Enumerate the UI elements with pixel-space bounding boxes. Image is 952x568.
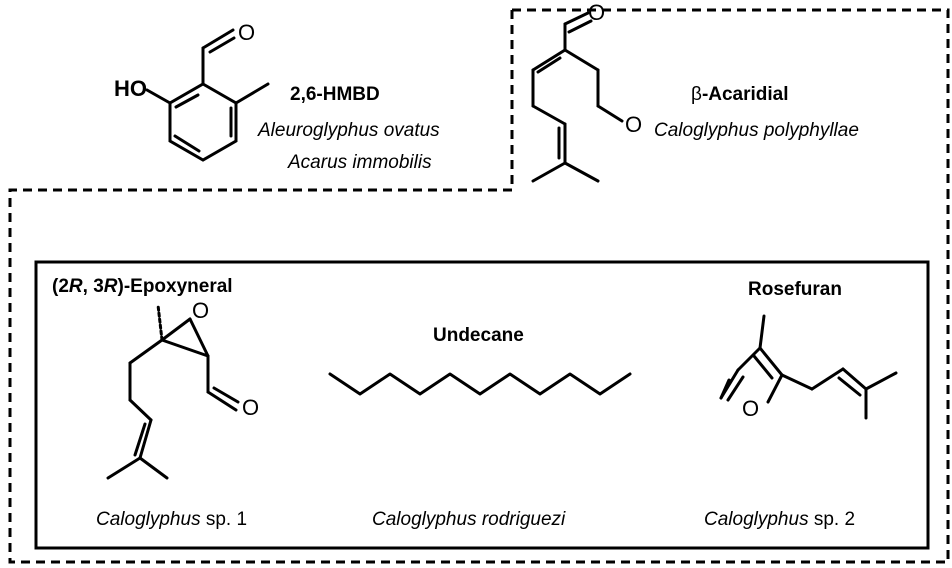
acaridial-o1-label: O	[588, 0, 606, 25]
rosefuran-structure	[719, 314, 898, 420]
hmbd-name: 2,6-HMBD	[290, 84, 380, 105]
epoxyneral-structure	[106, 303, 240, 480]
rosefuran-species-rest: sp. 2	[808, 509, 856, 530]
undecane-species: Caloglyphus rodriguezi	[372, 509, 566, 530]
undecane-structure	[328, 372, 632, 396]
acaridial-species: Caloglyphus polyphyllae	[654, 120, 859, 141]
rosefuran-species: Caloglyphus sp. 2	[704, 510, 855, 529]
epoxyneral-species-genus: Caloglyphus	[96, 509, 201, 530]
rosefuran-o-label: O	[742, 396, 760, 421]
acaridial-name-prefix: β	[691, 84, 702, 105]
epoxyneral-name-part: (2	[52, 276, 69, 297]
epoxyneral-name: (2R, 3R)-Epoxyneral	[52, 277, 233, 296]
hmbd-oh-label: HO	[114, 76, 147, 101]
epoxyneral-species-rest: sp. 1	[200, 509, 248, 530]
hmbd-structure	[145, 28, 270, 162]
dashed-box-outer	[8, 10, 950, 564]
epoxyneral-o2-label: O	[242, 395, 260, 420]
rosefuran-species-genus: Caloglyphus	[704, 509, 809, 530]
acaridial-name: β-Acaridial	[691, 85, 789, 104]
epoxyneral-name-stereo: R	[103, 276, 118, 297]
acaridial-structure	[531, 11, 624, 183]
hmbd-species-2: Acarus immobilis	[288, 152, 432, 173]
acaridial-name-main: -Acaridial	[701, 84, 789, 105]
hmbd-o-label: O	[238, 20, 256, 45]
undecane-name: Undecane	[433, 325, 524, 346]
hmbd-species-1: Aleuroglyphus ovatus	[258, 120, 440, 141]
epoxyneral-name-part: )-Epoxyneral	[117, 276, 233, 297]
acaridial-o2-label: O	[625, 112, 643, 137]
epoxyneral-species: Caloglyphus sp. 1	[96, 510, 247, 529]
solid-box-inner	[34, 260, 930, 550]
rosefuran-name: Rosefuran	[748, 279, 842, 300]
dashed-box-acaridial	[512, 8, 950, 190]
epoxyneral-name-stereo: R	[68, 276, 83, 297]
epoxyneral-name-part: , 3	[82, 276, 104, 297]
epoxyneral-o1-label: O	[192, 298, 210, 323]
